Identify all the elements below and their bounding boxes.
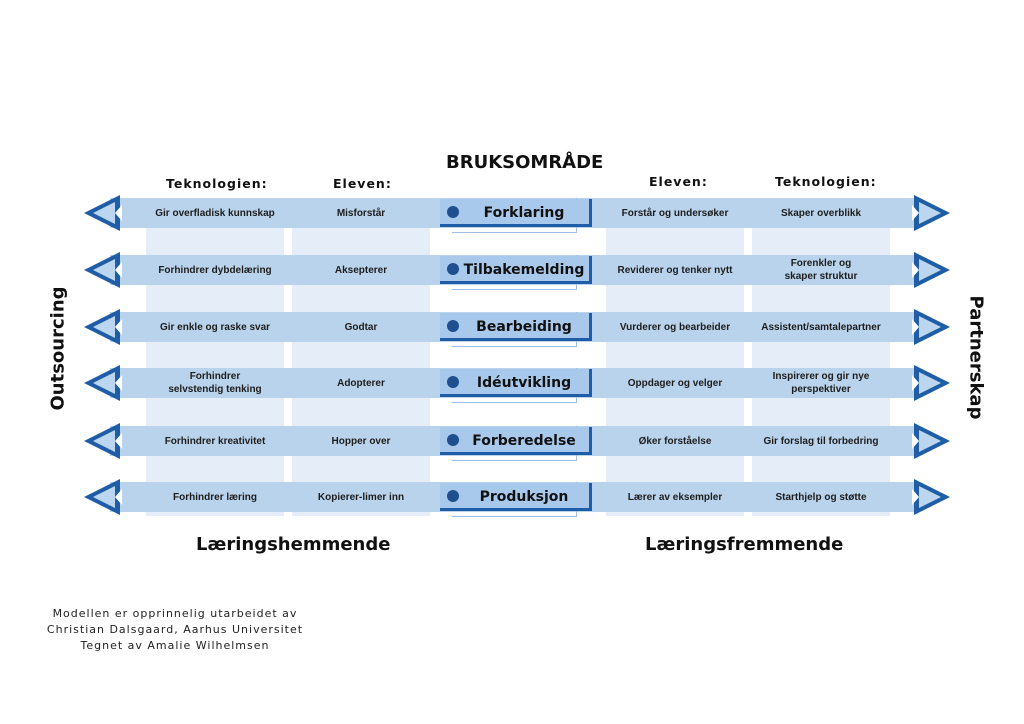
cell-left-student: Godtar: [292, 312, 430, 342]
arrow-right-icon: [912, 421, 952, 461]
arrow-right-icon: [912, 250, 952, 290]
bullet-dot-icon: [447, 490, 459, 502]
header-left-student: Eleven:: [333, 176, 392, 191]
credit-line-1: Modellen er opprinnelig utarbeidet av: [52, 607, 298, 620]
cell-right-student-text: Vurderer og bearbeider: [619, 321, 731, 333]
cell-left-student-text: Misforstår: [336, 207, 386, 219]
header-right-technology: Teknologien:: [775, 174, 877, 189]
cell-right-technology-text: Starthjelp og støtte: [775, 491, 867, 503]
cell-right-student-text: Lærer av eksempler: [627, 491, 723, 503]
cell-right-technology-text: Skaper overblikk: [780, 207, 862, 219]
usage-area-label: Forberedelse: [472, 433, 576, 449]
cell-left-technology-text: Forhindrer kreativitet: [164, 435, 266, 447]
cell-left-technology-text: Forhindrer selvstendig tenking: [168, 371, 262, 395]
usage-area-label: Idéutvikling: [476, 375, 572, 391]
cell-right-technology-text: Assistent/samtalepartner: [761, 321, 881, 333]
header-left-technology: Teknologien:: [166, 176, 268, 191]
column-bg-right-student: [606, 200, 744, 516]
header-right-student: Eleven:: [649, 174, 708, 189]
arrow-right-icon: [912, 193, 952, 233]
cell-left-student-text: Godtar: [344, 321, 378, 333]
bullet-dot-icon: [447, 320, 459, 332]
cell-right-student: Oppdager og velger: [606, 368, 744, 398]
cell-left-student-text: Kopierer-limer inn: [317, 491, 405, 503]
cell-right-student-text: Reviderer og tenker nytt: [617, 264, 733, 276]
arrow-left-icon: [82, 363, 122, 403]
center-box: [440, 369, 592, 397]
cell-right-technology-text: Forenkler og skaper struktur: [784, 258, 858, 282]
cell-right-student: Øker forståelse: [606, 426, 744, 456]
credit-line-3: Tegnet av Amalie Wilhelmsen: [80, 639, 270, 652]
cell-right-technology: Forenkler og skaper struktur: [752, 255, 890, 285]
cell-left-student-text: Hopper over: [331, 435, 391, 447]
bullet-dot-icon: [447, 376, 459, 388]
arrow-right-icon: [912, 363, 952, 403]
cell-left-student: Adopterer: [292, 368, 430, 398]
cell-left-technology: Forhindrer kreativitet: [146, 426, 284, 456]
center-box: [440, 256, 592, 284]
usage-area-label: Tilbakemelding: [463, 262, 585, 278]
arrow-left-icon: [82, 421, 122, 461]
cell-left-student-text: Aksepterer: [334, 264, 388, 276]
cell-left-student: Kopierer-limer inn: [292, 482, 430, 512]
arrow-left-icon: [82, 193, 122, 233]
cell-left-student: Hopper over: [292, 426, 430, 456]
cell-left-technology: Forhindrer selvstendig tenking: [146, 368, 284, 398]
cell-left-technology-text: Forhindrer dybdelæring: [158, 264, 272, 276]
arrow-left-icon: [82, 250, 122, 290]
bullet-dot-icon: [447, 434, 459, 446]
cell-right-technology: Starthjelp og støtte: [752, 482, 890, 512]
cell-left-student-text: Adopterer: [337, 377, 385, 389]
bullet-dot-icon: [447, 206, 459, 218]
center-box: [440, 427, 592, 455]
usage-area-label: Forklaring: [483, 205, 565, 221]
arrow-right-icon: [912, 307, 952, 347]
cell-right-technology-text: Inspirerer og gir nye perspektiver: [772, 371, 870, 395]
center-box: [440, 313, 592, 341]
cell-right-student: Reviderer og tenker nytt: [606, 255, 744, 285]
center-box: [440, 199, 592, 227]
center-box: [440, 483, 592, 511]
cell-left-technology: Gir overfladisk kunnskap: [146, 198, 284, 228]
cell-right-student: Vurderer og bearbeider: [606, 312, 744, 342]
column-bg-left-student: [292, 200, 430, 516]
arrow-left-icon: [82, 477, 122, 517]
cell-right-technology: Inspirerer og gir nye perspektiver: [752, 368, 890, 398]
cell-right-technology: Skaper overblikk: [752, 198, 890, 228]
cell-left-technology-text: Gir enkle og raske svar: [159, 321, 271, 333]
credit-line-2: Christian Dalsgaard, Aarhus Universitet: [46, 623, 304, 636]
diagram-title: BRUKSOMRÅDE: [446, 152, 604, 173]
bullet-dot-icon: [447, 263, 459, 275]
cell-right-technology: Gir forslag til forbedring: [752, 426, 890, 456]
cell-left-technology-text: Forhindrer læring: [173, 491, 257, 503]
label-laeringsfremmende: Læringsfremmende: [645, 534, 844, 555]
cell-left-technology: Gir enkle og raske svar: [146, 312, 284, 342]
cell-right-student-text: Øker forståelse: [638, 435, 712, 447]
cell-left-technology-text: Gir overfladisk kunnskap: [155, 207, 275, 219]
cell-right-student-text: Oppdager og velger: [627, 377, 723, 389]
arrow-right-icon: [912, 477, 952, 517]
credit-text: Modellen er opprinnelig utarbeidet av Ch…: [30, 606, 320, 654]
column-bg-left-technology: [146, 200, 284, 516]
cell-right-technology: Assistent/samtalepartner: [752, 312, 890, 342]
usage-area-label: Bearbeiding: [476, 319, 572, 335]
arrow-left-icon: [82, 307, 122, 347]
cell-right-student-text: Forstår og undersøker: [621, 207, 729, 219]
side-label-outsourcing: Outsourcing: [47, 286, 69, 411]
label-laeringshemmende: Læringshemmende: [196, 534, 391, 555]
cell-left-student: Aksepterer: [292, 255, 430, 285]
side-label-partnerskap: Partnerskap: [965, 295, 987, 420]
cell-right-student: Lærer av eksempler: [606, 482, 744, 512]
column-bg-right-technology: [752, 200, 890, 516]
cell-left-student: Misforstår: [292, 198, 430, 228]
cell-left-technology: Forhindrer dybdelæring: [146, 255, 284, 285]
cell-left-technology: Forhindrer læring: [146, 482, 284, 512]
cell-right-technology-text: Gir forslag til forbedring: [763, 435, 879, 447]
cell-right-student: Forstår og undersøker: [606, 198, 744, 228]
usage-area-label: Produksjon: [479, 489, 569, 505]
